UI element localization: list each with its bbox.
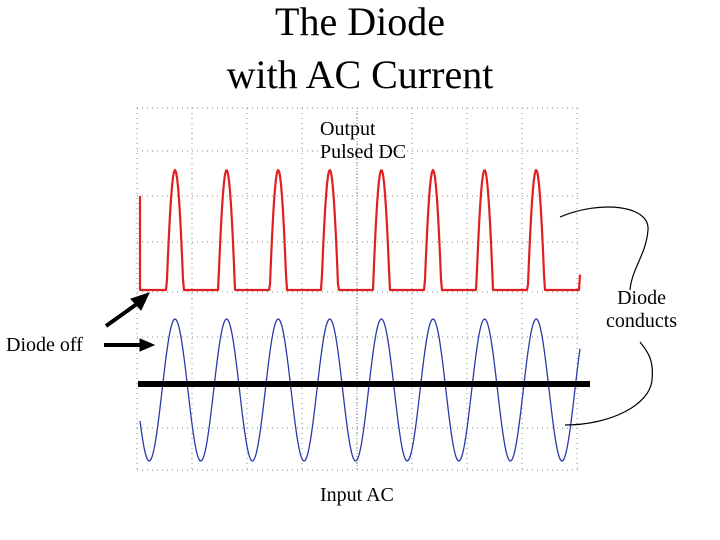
diode-conducts-label-line-1: Diode — [617, 287, 666, 309]
input-ac-trace — [139, 318, 581, 462]
diode-conducts-callouts — [559, 206, 653, 426]
diode-conducts-label-line-2: conducts — [606, 310, 678, 332]
input-ac-label: Input AC — [320, 484, 394, 506]
diode-off-arrowhead-lower — [139, 338, 156, 352]
slide-title-line-2: with AC Current — [226, 52, 494, 97]
output-label-line-2: Pulsed DC — [320, 141, 407, 163]
diode-conducts-label: Diode conducts — [606, 287, 677, 333]
diode-off-arrow-upper — [104, 299, 143, 328]
slide-title-line-1: The Diode — [275, 0, 445, 44]
output-label-line-1: Output — [320, 118, 376, 140]
diode-off-label: Diode off — [6, 334, 83, 356]
output-pulsed-dc-trace — [138, 168, 582, 292]
output-label: Output Pulsed DC — [320, 118, 406, 164]
diode-conducts-leader-upper — [559, 206, 649, 291]
diode-conducts-leader-lower — [564, 341, 653, 426]
diode-off-arrowhead-upper — [130, 292, 150, 311]
diode-off-arrows — [104, 292, 156, 352]
